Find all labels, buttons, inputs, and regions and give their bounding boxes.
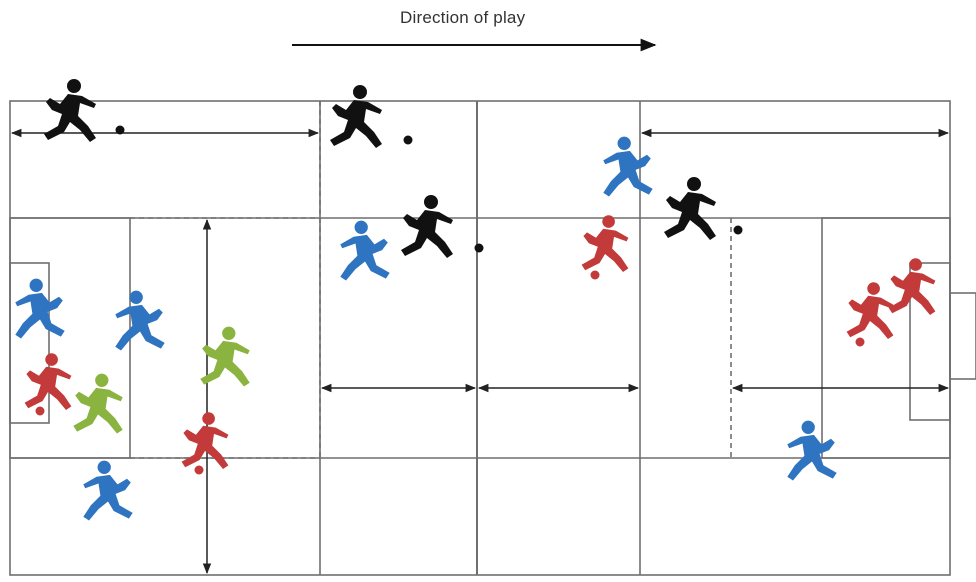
- ball-icon: [194, 465, 204, 475]
- red-player-icon: [181, 412, 229, 469]
- red-player-icon: [581, 215, 629, 272]
- red-player-icon: [846, 282, 894, 339]
- ball-icon: [35, 406, 45, 416]
- ball-icon: [855, 337, 865, 347]
- players-layer: [15, 79, 936, 521]
- right-goal: [949, 292, 976, 380]
- measurement-arrows: [10, 128, 950, 575]
- blue-player-icon: [83, 460, 133, 521]
- blue-player-icon: [603, 136, 653, 197]
- ball-icon: [403, 135, 413, 145]
- ball-icon: [474, 243, 484, 253]
- ball-icon: [733, 225, 743, 235]
- blue-player-icon: [787, 420, 837, 481]
- pitch-markings: [9, 100, 976, 576]
- ball-icon: [115, 125, 125, 135]
- black-player-icon: [401, 195, 453, 258]
- right-penalty-box: [821, 217, 951, 459]
- direction-label: Direction of play: [400, 8, 526, 27]
- blue-player-icon: [15, 278, 65, 339]
- left-goal-area: [9, 262, 50, 424]
- ball-icon: [590, 270, 600, 280]
- black-player-icon: [664, 177, 716, 240]
- black-player-icon: [330, 85, 382, 148]
- green-player-icon: [200, 326, 250, 387]
- blue-player-icon: [340, 220, 390, 281]
- green-player-icon: [73, 373, 123, 434]
- red-player-icon: [888, 258, 936, 315]
- blue-player-icon: [115, 290, 165, 351]
- black-player-icon: [44, 79, 96, 142]
- red-player-icon: [24, 353, 72, 410]
